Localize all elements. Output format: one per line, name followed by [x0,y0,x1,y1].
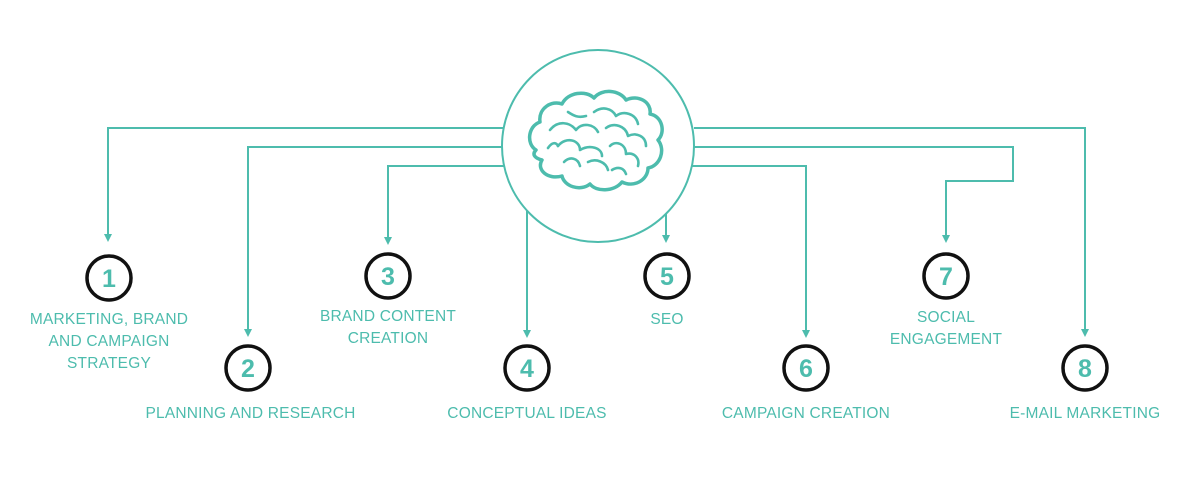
brain-icon [527,89,664,192]
connector-7 [694,146,1014,243]
connector-8 [694,127,1089,337]
step-3-circle [364,252,412,300]
step-1-label-line-1: MARKETING, BRAND [29,311,189,328]
step-7-number: 7 [939,263,953,291]
step-2-number: 2 [241,355,255,383]
step-1-label-line-2: AND CAMPAIGN [48,333,170,350]
step-7-label: SOCIAL ENGAGEMENT [866,307,1026,351]
step-6-label: CAMPAIGN CREATION [701,403,911,425]
step-5-circle [643,252,691,300]
step-1-label-line-3: STRATEGY [67,355,151,372]
step-1-circle [85,254,133,302]
step-4-label: CONCEPTUAL IDEAS [427,403,627,425]
step-7-label-line-2: ENGAGEMENT [889,331,1003,348]
step-6-label-line-1: CAMPAIGN CREATION [721,405,891,422]
connector-3 [384,165,508,245]
step-3-label-line-1: BRAND CONTENT [319,308,457,325]
connector-1 [104,127,505,242]
step-4-label-line-1: CONCEPTUAL IDEAS [447,405,607,422]
step-3-number: 3 [381,263,395,291]
step-8-circle [1061,344,1109,392]
connector-2 [244,146,505,337]
step-2-label-line-1: PLANNING AND RESEARCH [145,405,356,422]
step-4-number: 4 [520,355,534,383]
step-3-label: BRAND CONTENT CREATION [288,306,488,350]
step-5-number: 5 [660,263,674,291]
step-7-circle [922,252,970,300]
step-6-number: 6 [799,355,813,383]
step-8-label: E-MAIL MARKETING [995,403,1175,425]
step-5-label: SEO [617,309,717,331]
step-4-circle [503,344,551,392]
step-5-label-line-1: SEO [650,311,684,328]
step-1-number: 1 [102,265,116,293]
step-7-label-line-1: SOCIAL [916,309,976,326]
step-6-circle [782,344,830,392]
step-8-label-line-1: E-MAIL MARKETING [1009,405,1161,422]
step-8-number: 8 [1078,355,1092,383]
step-2-label: PLANNING AND RESEARCH [128,403,373,425]
step-2-circle [224,344,272,392]
connector-6 [688,165,810,338]
step-3-label-line-2: CREATION [347,330,429,347]
step-1-label: MARKETING, BRAND AND CAMPAIGN STRATEGY [9,309,209,375]
